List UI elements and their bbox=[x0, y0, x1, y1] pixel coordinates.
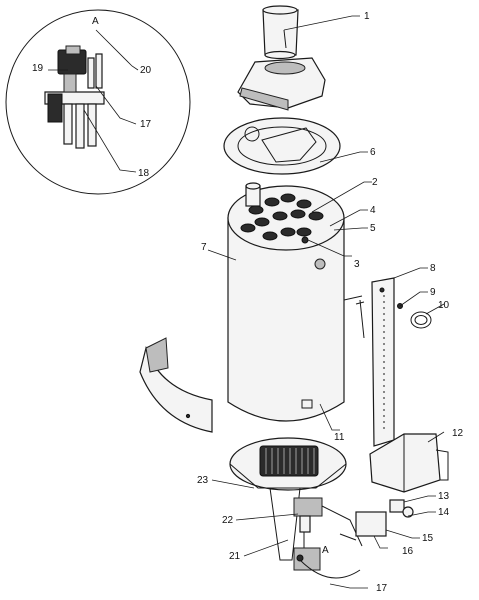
callout-22: 22 bbox=[222, 515, 234, 526]
fitting-parts bbox=[397, 303, 432, 329]
callout-1: 1 bbox=[364, 11, 370, 22]
callout-4: 4 bbox=[370, 205, 376, 216]
callout-17: 17 bbox=[376, 583, 388, 594]
callout-23: 23 bbox=[197, 475, 209, 486]
leader-lines bbox=[48, 15, 445, 589]
callout-6: 6 bbox=[370, 147, 376, 158]
callout-13: 13 bbox=[438, 491, 450, 502]
control-housing bbox=[369, 433, 449, 493]
callout-16: 16 bbox=[402, 546, 414, 557]
callout-18: 18 bbox=[138, 168, 150, 179]
callout-3: 3 bbox=[354, 259, 360, 270]
flue-pipe bbox=[262, 5, 299, 60]
callout-21: 21 bbox=[229, 551, 241, 562]
callout-a-marker: A bbox=[322, 545, 329, 556]
detail-view-a: A bbox=[5, 9, 191, 195]
callout-labels: 1 2 3 4 5 6 7 8 9 10 11 12 13 14 15 16 1… bbox=[32, 11, 464, 594]
callout-8: 8 bbox=[430, 263, 436, 274]
detail-view-label: A bbox=[92, 16, 99, 27]
callout-11: 11 bbox=[334, 432, 345, 443]
side-panel bbox=[139, 337, 213, 433]
callout-20: 20 bbox=[140, 65, 152, 76]
callout-7: 7 bbox=[201, 242, 207, 253]
vertical-rail bbox=[355, 277, 395, 447]
callout-12: 12 bbox=[452, 428, 464, 439]
callout-19: 19 bbox=[32, 63, 44, 74]
callout-9: 9 bbox=[430, 287, 436, 298]
callout-15: 15 bbox=[422, 533, 434, 544]
callout-14: 14 bbox=[438, 507, 450, 518]
burner-tray bbox=[229, 437, 347, 561]
callout-5: 5 bbox=[370, 223, 376, 234]
callout-10: 10 bbox=[438, 300, 450, 311]
tank-body bbox=[227, 182, 363, 422]
gas-valve-assembly bbox=[293, 497, 414, 579]
callout-17-detail: 17 bbox=[140, 119, 152, 130]
callout-2: 2 bbox=[372, 177, 378, 188]
top-cover bbox=[223, 117, 341, 175]
draft-hood bbox=[237, 57, 326, 111]
